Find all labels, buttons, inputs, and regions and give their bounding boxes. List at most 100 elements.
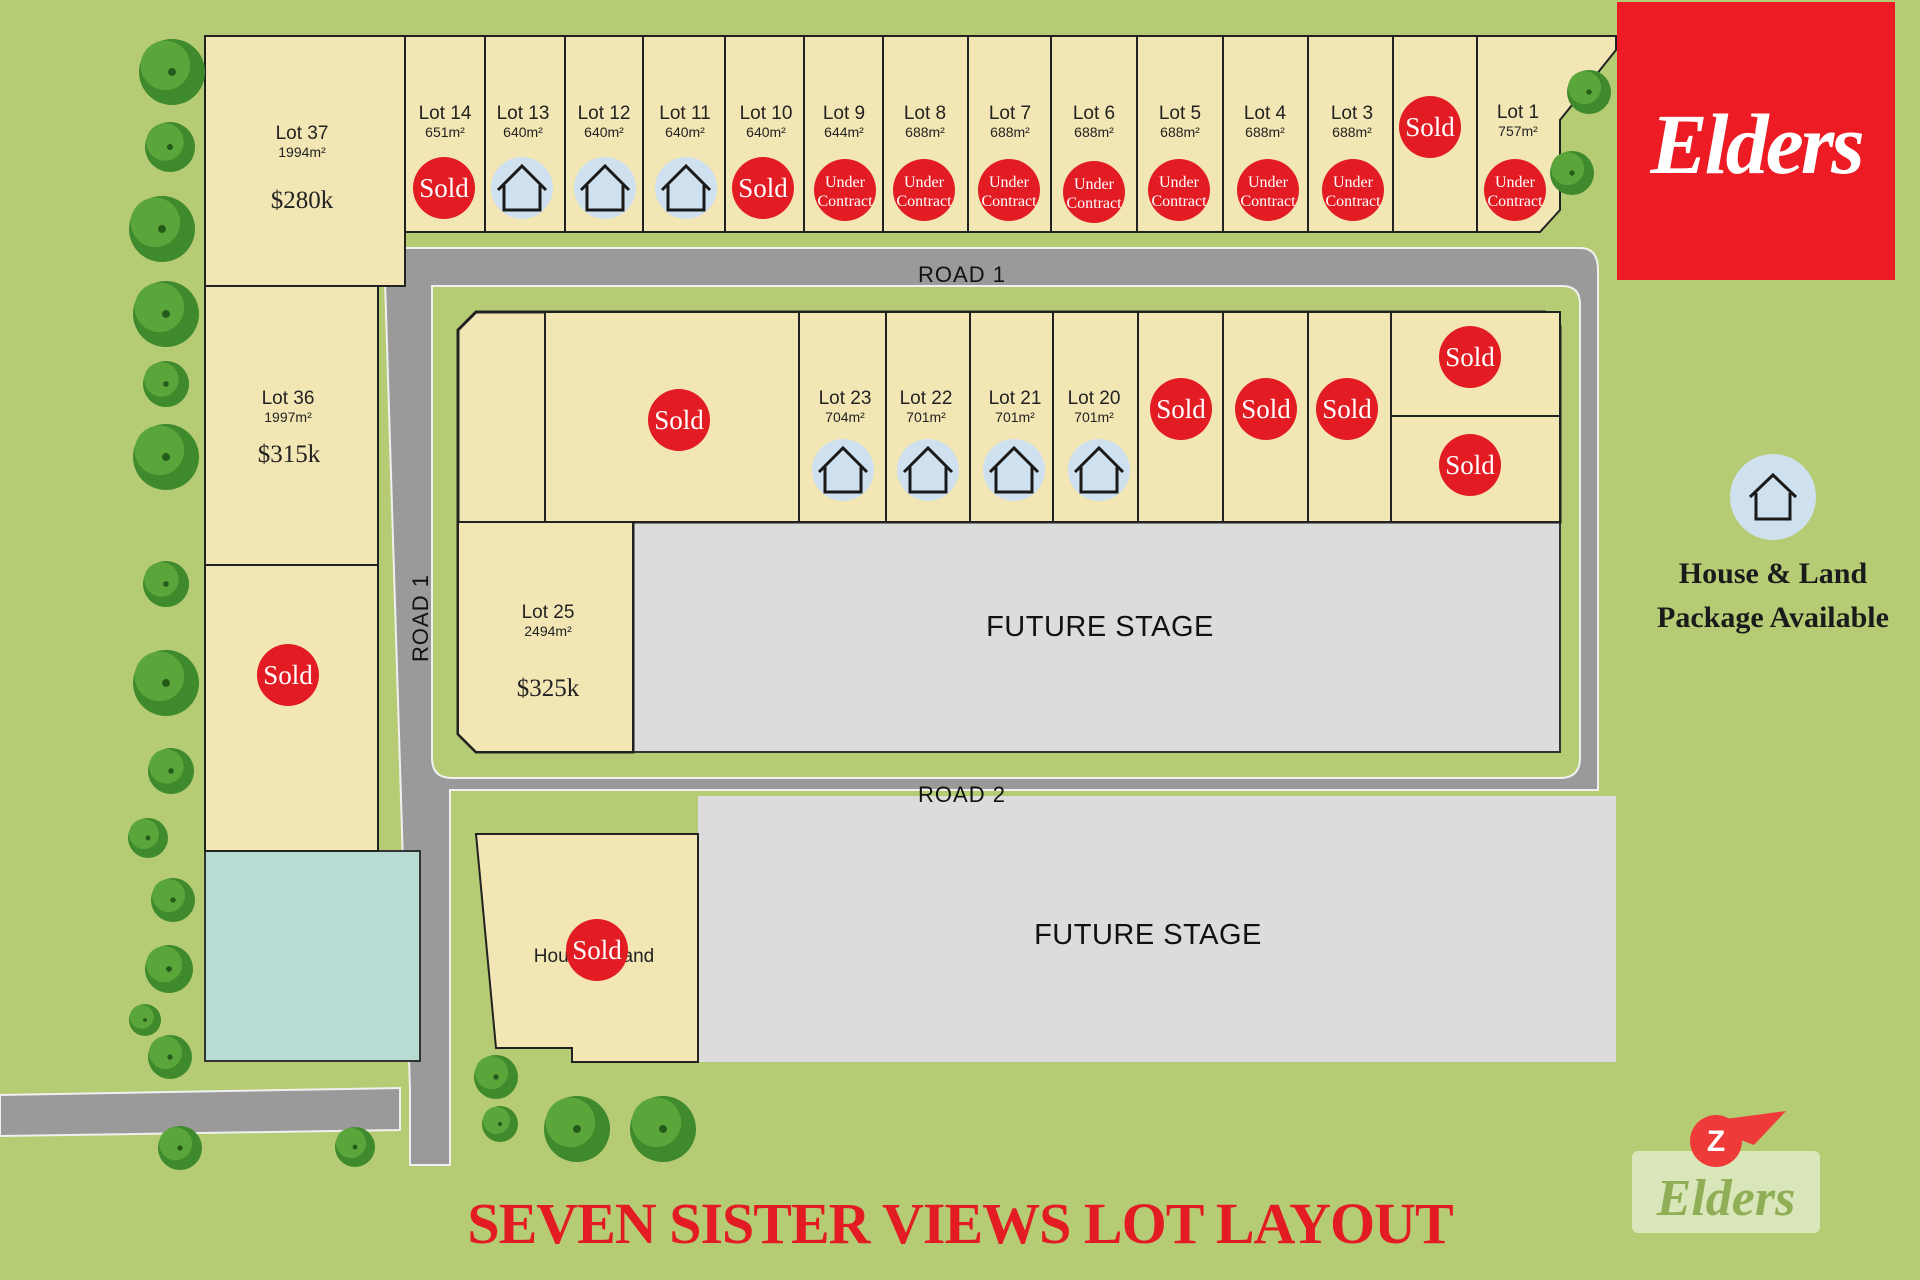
future-stage-lower (698, 796, 1616, 1062)
lot-10-name: Lot 10 (740, 103, 793, 124)
lot-1-under-contract-badge (1484, 159, 1546, 221)
lot-6-name: Lot 6 (1073, 103, 1115, 124)
lot-37-parcel[interactable] (204, 35, 406, 287)
lot-22-house-icon (897, 439, 959, 501)
lot-14-sold-badge (413, 157, 475, 219)
lot-36-area: 1997m² (264, 409, 312, 425)
access-road (0, 1086, 401, 1138)
lot-2-sold-label: Sold (1405, 112, 1455, 142)
lot-20-house-icon (1068, 439, 1130, 501)
page-title: SEVEN SISTER VIEWS LOT LAYOUT (467, 1191, 1453, 1256)
tree-icon (143, 561, 189, 607)
tree-icon (139, 39, 205, 105)
lot-25-parcel[interactable] (457, 521, 634, 753)
tree-icon (1550, 151, 1594, 195)
lot-11-house-icon (655, 157, 717, 219)
lot-2-sold-badge (1399, 96, 1461, 158)
lot-22-area: 701m² (906, 409, 946, 425)
lot-13-area: 640m² (503, 124, 543, 140)
legend-label: House & Land Package Available (1640, 552, 1906, 640)
legend-line-1: House & Land (1678, 557, 1868, 590)
tree-icon (151, 878, 195, 922)
lot-7-under-contract-badge (978, 159, 1040, 221)
lot-4-under-contract-badge (1237, 159, 1299, 221)
lot-12-area: 640m² (584, 124, 624, 140)
lot-25-area: 2494m² (524, 623, 572, 639)
flag-icon: Z (1690, 1111, 1786, 1167)
lot-35-sold-badge (257, 644, 319, 706)
future-stage-label-upper: FUTURE STAGE (986, 611, 1214, 643)
road-1-label-top: ROAD 1 (918, 262, 1006, 287)
future-stage-upper (632, 521, 1561, 753)
tree-icon (148, 1035, 192, 1079)
lot-3-name: Lot 3 (1331, 103, 1373, 124)
lot-12-name: Lot 12 (578, 103, 631, 124)
tree-icon (474, 1055, 518, 1099)
lot-5-under-contract-badge (1148, 159, 1210, 221)
lot-35-parcel[interactable] (204, 564, 379, 852)
lot-8-under-label: Under (904, 174, 945, 191)
lot-13-house-icon (491, 157, 553, 219)
lot-23-house-icon (812, 439, 874, 501)
tree-icon (145, 122, 195, 172)
lot-5-contract-label: Contract (1151, 193, 1207, 210)
lot-36-price: $315k (258, 441, 321, 468)
lot-9-contract-label: Contract (817, 193, 873, 210)
trees (128, 39, 1611, 1170)
lot-20-name: Lot 20 (1068, 388, 1121, 409)
lot-18-sold-label: Sold (1241, 394, 1291, 424)
lot-20-area: 701m² (1074, 409, 1114, 425)
lot-37-price: $280k (271, 187, 334, 214)
brand-name: Elders (1650, 96, 1864, 192)
lot-17-sold-badge (1316, 378, 1378, 440)
lot-7-name: Lot 7 (989, 103, 1031, 124)
lot-21-name: Lot 21 (989, 388, 1042, 409)
tree-icon (145, 945, 193, 993)
elders-watermark: Z Elders (1630, 1103, 1822, 1235)
lot-10-sold-badge (732, 157, 794, 219)
lot-35-sold-label: Sold (263, 660, 313, 690)
lot-25-price: $325k (517, 675, 580, 702)
lot-7-under-label: Under (989, 174, 1030, 191)
lot-16-sold-badge (1439, 326, 1501, 388)
lot-11-area: 640m² (665, 124, 705, 140)
lot-9-under-label: Under (825, 174, 866, 191)
tree-icon (133, 650, 199, 716)
lot-3-contract-label: Contract (1325, 193, 1381, 210)
lot-1-contract-label: Contract (1487, 193, 1543, 210)
lot-14-sold-label: Sold (419, 173, 469, 203)
tree-icon (133, 424, 199, 490)
tree-icon (129, 1004, 161, 1036)
lot-1-name: Lot 1 (1497, 102, 1539, 123)
lot-4-area: 688m² (1245, 124, 1285, 140)
lot-37-name: Lot 37 (276, 123, 329, 144)
lot-6-under-label: Under (1074, 176, 1115, 193)
tree-icon (630, 1096, 696, 1162)
lot-24-sold-label: Sold (654, 405, 704, 435)
lot-19-sold-badge (1150, 378, 1212, 440)
lot-26-sold-label: Sold (572, 935, 622, 965)
detention-basin (204, 850, 421, 1062)
lot-3-area: 688m² (1332, 124, 1372, 140)
lot-9-name: Lot 9 (823, 103, 865, 124)
lot-36-parcel[interactable] (204, 285, 379, 566)
lot-8-area: 688m² (905, 124, 945, 140)
elders-logo: Elders (1617, 2, 1895, 280)
lot-9-under-contract-badge (814, 159, 876, 221)
lot-6-area: 688m² (1074, 124, 1114, 140)
lot-6-contract-label: Contract (1066, 195, 1122, 212)
lot-21-area: 701m² (995, 409, 1035, 425)
lot-23-area: 704m² (825, 409, 865, 425)
lot-14-name: Lot 14 (419, 103, 472, 124)
lot-23-name: Lot 23 (819, 388, 872, 409)
lot-5-under-label: Under (1159, 174, 1200, 191)
lot-6-under-contract-badge (1063, 161, 1125, 223)
lot-15-sold-badge (1439, 434, 1501, 496)
lot-14-area: 651m² (425, 124, 465, 140)
lot-24-sold-badge (648, 389, 710, 451)
lot-3-under-label: Under (1333, 174, 1374, 191)
lot-4-name: Lot 4 (1244, 103, 1287, 124)
lot-25-name: Lot 25 (522, 602, 575, 623)
lot-4-under-label: Under (1248, 174, 1289, 191)
lot-3-under-contract-badge (1322, 159, 1384, 221)
